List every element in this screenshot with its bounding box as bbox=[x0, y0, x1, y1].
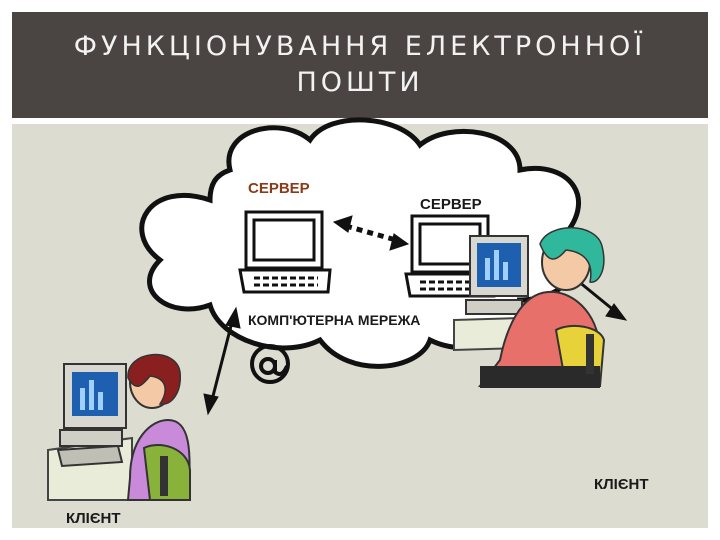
server-left-label: СЕРВЕР bbox=[248, 180, 310, 197]
title-line-1: ФУНКЦІОНУВАННЯ ЕЛЕКТРОННОЇ bbox=[73, 31, 647, 62]
title-line-2: ПОШТИ bbox=[296, 67, 424, 98]
client-left-arrow bbox=[203, 306, 241, 416]
server-left-computer bbox=[238, 210, 332, 294]
network-label: КОМП'ЮТЕРНА МЕРЕЖА bbox=[248, 312, 421, 328]
at-sign-icon bbox=[250, 344, 290, 384]
client-right-label: КЛІЄНТ bbox=[594, 476, 649, 493]
title-bar: ФУНКЦІОНУВАННЯ ЕЛЕКТРОННОЇ ПОШТИ bbox=[12, 12, 708, 118]
server-link-arrow bbox=[332, 215, 410, 251]
client-right-figure bbox=[453, 227, 606, 388]
server-right-label: СЕРВЕР bbox=[420, 196, 482, 213]
client-left-label: КЛІЄНТ bbox=[66, 510, 121, 527]
client-left-figure bbox=[47, 353, 191, 501]
